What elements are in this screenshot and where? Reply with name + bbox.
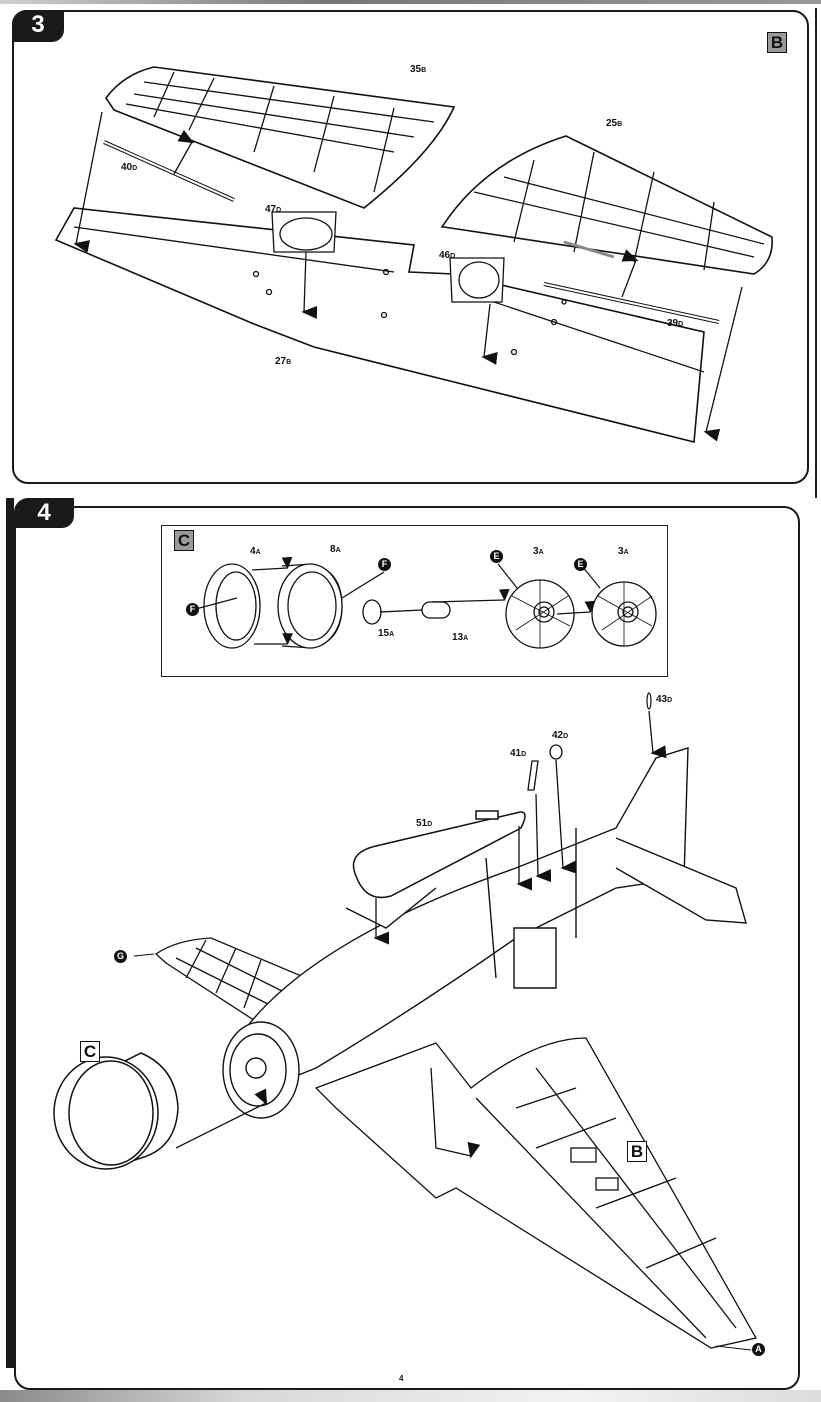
part-42d-shape xyxy=(549,744,563,760)
engine-cylinder-bank-1 xyxy=(505,579,575,649)
callout-a: A xyxy=(752,1343,765,1356)
part-41d-shape xyxy=(527,760,539,791)
part-label-13a: 13A xyxy=(452,632,469,643)
lower-wing-part xyxy=(54,207,705,444)
callout-f-left: F xyxy=(186,603,199,616)
wing-assembly-drawing xyxy=(54,66,773,444)
part-label-15a: 15A xyxy=(378,628,395,639)
scan-edge-bottom xyxy=(0,1390,821,1402)
scan-edge-top xyxy=(0,0,821,4)
callout-e-second: E xyxy=(574,558,587,571)
step-4-side-bar xyxy=(6,498,14,1368)
part-label-51d: 51D xyxy=(416,818,433,829)
part-43d-shape xyxy=(646,692,652,710)
page-edge-rule xyxy=(815,8,817,498)
subassembly-ref-b: B xyxy=(627,1141,647,1162)
canopy-part-51d xyxy=(352,810,526,899)
engine-exploded-drawing xyxy=(191,556,657,649)
step-3-panel: 3 B xyxy=(12,10,809,484)
part-label-42d: 42D xyxy=(552,730,569,741)
part-label-46d: 46D xyxy=(439,250,456,261)
gear-bay-plate-47d xyxy=(271,211,337,253)
cowl-ring-4a xyxy=(203,563,261,649)
fuselage-assembly-drawing xyxy=(53,692,757,1351)
prop-shaft-13a xyxy=(421,601,451,619)
shaft-hub-15a xyxy=(362,599,382,625)
engine-cowling xyxy=(222,1021,300,1119)
cowl-8a xyxy=(277,563,343,649)
part-label-25b: 25B xyxy=(606,118,623,129)
part-label-41d: 41D xyxy=(510,748,527,759)
part-label-3a-first: 3A xyxy=(533,546,544,557)
right-wing xyxy=(314,1037,757,1349)
part-label-4a: 4A xyxy=(250,546,261,557)
fuselage xyxy=(245,747,747,1089)
part-label-47d: 47D xyxy=(265,204,282,215)
engine-detail-inset: C xyxy=(161,525,668,677)
gear-bay-plate-46d xyxy=(449,257,505,303)
step-number-badge: 3 xyxy=(12,10,64,42)
upper-left-wing-part xyxy=(105,66,456,209)
part-label-39d: 39D xyxy=(667,318,684,329)
step-number-badge: 4 xyxy=(14,498,74,528)
subassembly-tag-b: B xyxy=(767,32,787,53)
callout-f-right: F xyxy=(378,558,391,571)
subassembly-ref-c: C xyxy=(80,1041,100,1062)
part-label-43d: 43D xyxy=(656,694,673,705)
part-label-35b: 35B xyxy=(410,64,427,75)
engine-cylinder-bank-2 xyxy=(591,581,657,647)
part-label-40d: 40D xyxy=(121,162,138,173)
engine-subassembly-c xyxy=(53,1052,179,1170)
part-label-8a: 8A xyxy=(330,544,341,555)
callout-e-first: E xyxy=(490,550,503,563)
upper-right-wing-part xyxy=(440,135,773,275)
part-label-3a-second: 3A xyxy=(618,546,629,557)
part-label-27b: 27B xyxy=(275,356,292,367)
callout-g: G xyxy=(114,950,127,963)
step-4-panel: 4 xyxy=(14,498,800,1390)
page-number: 4 xyxy=(396,1374,407,1383)
subassembly-tag-c: C xyxy=(174,530,194,551)
